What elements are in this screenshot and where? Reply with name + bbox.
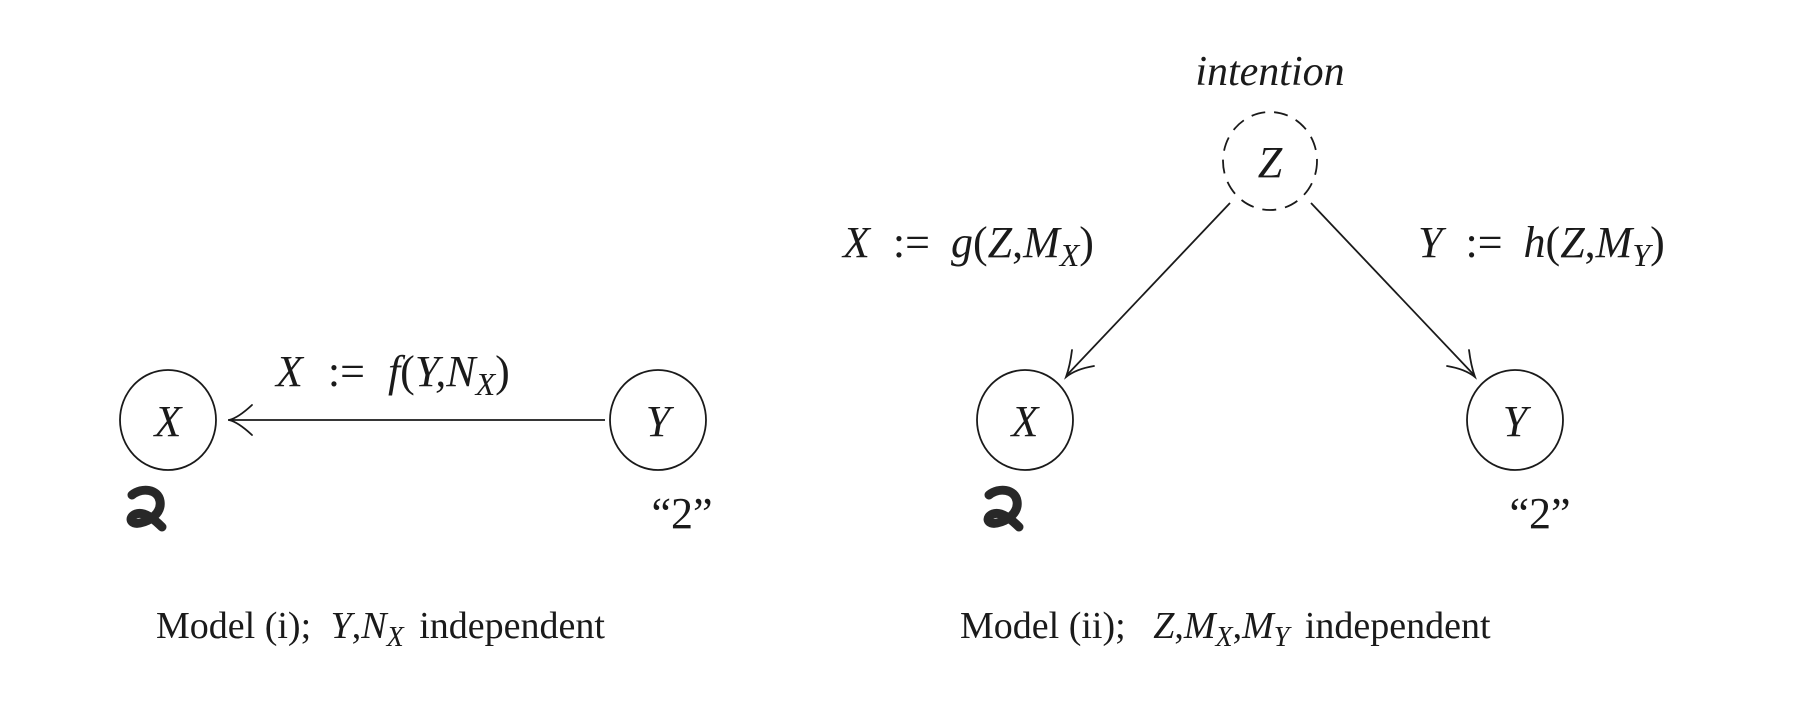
node-z-dashed-circle bbox=[1222, 111, 1318, 211]
model-i-node-y: Y bbox=[609, 369, 707, 471]
edge-label-h: Y := h(Z,MY) bbox=[1418, 218, 1665, 273]
edge-label-f: X := f(Y,NX) bbox=[274, 347, 510, 402]
node-y-label: Y bbox=[646, 397, 675, 446]
digit-label-quoted: “2” bbox=[651, 489, 712, 538]
model-i: X Y X := f(Y,NX) “2” Model (i); Y,NX ind… bbox=[119, 347, 713, 655]
edge-label-g: X := g(Z,MX) bbox=[841, 218, 1094, 273]
model-ii-edge-z-to-x bbox=[1064, 202, 1231, 380]
node-x-label: X bbox=[153, 397, 184, 446]
model-ii-node-y: Y bbox=[1466, 369, 1564, 471]
node-x-label: X bbox=[1010, 397, 1041, 446]
node-y-circle bbox=[609, 369, 707, 471]
arrowhead-icon bbox=[1064, 349, 1095, 380]
model-i-node-x: X bbox=[119, 369, 217, 471]
node-y-circle bbox=[1466, 369, 1564, 471]
model-ii-node-z: Z bbox=[1222, 111, 1318, 211]
model-i-edge-y-to-x bbox=[228, 404, 605, 436]
node-x-circle bbox=[119, 369, 217, 471]
latent-label-intention: intention bbox=[1195, 49, 1344, 95]
node-z-label: Z bbox=[1258, 138, 1283, 187]
caption-model-i: Model (i); Y,NX independent bbox=[156, 605, 605, 655]
caption-model-ii: Model (ii); Z,MX,MY independent bbox=[960, 605, 1491, 655]
handwritten-digit-image bbox=[126, 485, 167, 532]
model-ii-node-x: X bbox=[976, 369, 1074, 471]
edge-line bbox=[1066, 202, 1231, 376]
edge-line bbox=[1310, 202, 1475, 376]
node-y-label: Y bbox=[1503, 397, 1532, 446]
handwritten-digit-image bbox=[983, 485, 1024, 532]
digit-label-quoted: “2” bbox=[1509, 489, 1570, 538]
node-x-circle bbox=[976, 369, 1074, 471]
arrowhead-icon bbox=[1446, 349, 1477, 380]
arrowhead-icon bbox=[228, 404, 253, 436]
model-ii-edge-z-to-y bbox=[1310, 202, 1477, 380]
model-ii: intention Z X Y X := g(Z,MX) bbox=[841, 49, 1665, 655]
